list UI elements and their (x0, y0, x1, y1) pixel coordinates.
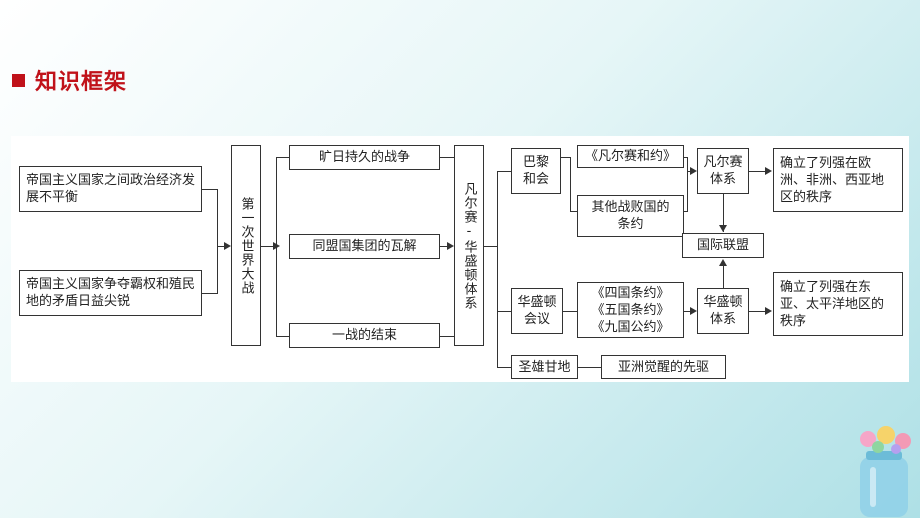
connector (497, 171, 511, 172)
header-marker (12, 73, 25, 87)
washington-conference-box: 华盛顿会议 (511, 288, 563, 334)
connector (687, 157, 688, 212)
result-box-2: 同盟国集团的瓦解 (289, 234, 440, 259)
connector (561, 157, 570, 158)
connector (484, 246, 497, 247)
connector (687, 171, 690, 172)
connector (497, 311, 511, 312)
versailles-system-box: 凡尔赛体系 (697, 148, 749, 194)
system-box: 凡尔赛-华盛顿体系 (454, 145, 484, 346)
connector (440, 336, 454, 337)
connector (276, 336, 289, 337)
connector (723, 265, 724, 288)
versailles-effect-box: 确立了列强在欧洲、非洲、西亚地区的秩序 (773, 148, 903, 212)
washington-system-box: 华盛顿体系 (697, 288, 749, 334)
connector (570, 157, 571, 212)
cause-box-2: 帝国主义国家争夺霸权和殖民地的矛盾日益尖锐 (19, 270, 202, 316)
arrow-right-icon (224, 242, 231, 250)
arrow-right-icon (447, 242, 454, 250)
arrow-up-icon (719, 259, 727, 266)
washington-conference-label: 华盛顿会议 (517, 295, 557, 327)
washington-system-label: 华盛顿体系 (703, 295, 743, 327)
arrow-right-icon (690, 167, 697, 175)
flower-jar-icon (860, 426, 911, 517)
connector (276, 157, 289, 158)
cause-box-1: 帝国主义国家之间政治经济发展不平衡 (19, 166, 202, 212)
connector (202, 293, 217, 294)
connector (570, 211, 577, 212)
paris-conference-label: 巴黎和会 (522, 155, 549, 187)
result-box-3: 一战的结束 (289, 323, 440, 348)
connector (749, 171, 765, 172)
connector (261, 246, 274, 247)
league-of-nations-box: 国际联盟 (682, 233, 764, 258)
connector (563, 311, 577, 312)
arrow-down-icon (719, 225, 727, 232)
arrow-right-icon (690, 307, 697, 315)
connector (497, 367, 511, 368)
connector (440, 246, 447, 247)
connector (497, 171, 498, 368)
connector (202, 189, 217, 190)
connector (723, 194, 724, 232)
section-title: 知识框架 (35, 70, 128, 95)
treaty-nine-powers: 《九国公约》 (591, 319, 670, 335)
other-treaties-box: 其他战败国的条约 (577, 195, 684, 237)
result-box-1: 旷日持久的战争 (289, 145, 440, 170)
gandhi-note-box: 亚洲觉醒的先驱 (601, 355, 726, 379)
connector (578, 367, 601, 368)
connector (440, 157, 454, 158)
treaty-five-powers: 《五国条约》 (591, 302, 670, 318)
connector (217, 189, 218, 294)
versailles-treaty-box: 《凡尔赛和约》 (577, 145, 684, 168)
connector (684, 157, 687, 158)
connector (217, 246, 225, 247)
ww1-box: 第一次世界大战 (231, 145, 261, 346)
connector (684, 211, 687, 212)
versailles-system-label: 凡尔赛体系 (703, 155, 743, 187)
connector (276, 157, 277, 337)
paris-conference-box: 巴黎和会 (511, 148, 561, 194)
arrow-right-icon (765, 167, 772, 175)
washington-treaties-box: 《四国条约》 《五国条约》 《九国公约》 (577, 282, 684, 338)
arrow-right-icon (765, 307, 772, 315)
section-header: 知识框架 (12, 64, 127, 96)
knowledge-framework-diagram: 帝国主义国家之间政治经济发展不平衡 帝国主义国家争夺霸权和殖民地的矛盾日益尖锐 … (11, 136, 909, 382)
washington-effect-box: 确立了列强在东亚、太平洋地区的秩序 (773, 272, 903, 336)
connector (684, 311, 690, 312)
connector (749, 311, 765, 312)
other-treaties-label: 其他战败国的条约 (591, 200, 670, 232)
gandhi-box: 圣雄甘地 (511, 355, 578, 379)
treaty-four-powers: 《四国条约》 (591, 285, 670, 301)
